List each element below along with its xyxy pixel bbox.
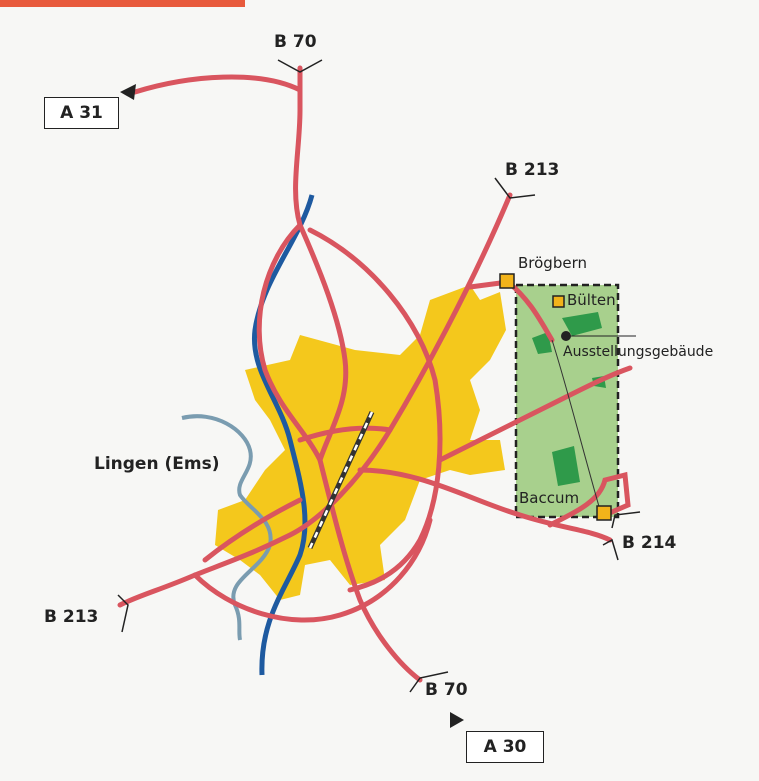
junction-mark [602, 538, 619, 561]
direction-arrow-icon [450, 712, 464, 728]
road-ring-south [192, 517, 433, 623]
square-marker-icon [552, 295, 565, 308]
a31-shield: A 31 [44, 97, 119, 129]
forest-patch [562, 312, 602, 336]
junction-mark [494, 177, 536, 199]
road-b70-north [293, 65, 349, 463]
b213-west-label: B 213 [44, 607, 99, 627]
junction-mark [277, 59, 323, 73]
a30-shield: A 30 [466, 731, 544, 763]
railway [308, 411, 374, 549]
square-marker-icon [499, 273, 515, 289]
broegbern-label: Brögbern [518, 254, 587, 272]
header-strip [0, 0, 245, 7]
road-west-link [202, 497, 303, 563]
baccum-label: Baccum [519, 489, 580, 507]
junction-mark [409, 671, 449, 693]
river-ems [251, 194, 315, 676]
road-b213 [117, 192, 513, 608]
square-marker-icon [596, 505, 612, 521]
junction-mark [117, 594, 129, 633]
forest-patch [532, 332, 552, 354]
forest-patch [552, 446, 580, 486]
b70-south-label: B 70 [425, 680, 468, 700]
road-baccum [547, 471, 631, 528]
junction-mark [611, 511, 641, 529]
b70-north-label: B 70 [274, 32, 317, 52]
road-ring-west [256, 222, 323, 463]
buelten-label: Bülten [567, 291, 616, 309]
road-b214 [357, 467, 613, 543]
b213-east-label: B 213 [505, 160, 560, 180]
exhibition-label: Ausstellungsgebäude [563, 344, 714, 360]
direction-arrow-icon [120, 84, 136, 100]
road-central [297, 425, 393, 443]
road-east [437, 365, 633, 463]
b214-label: B 214 [622, 533, 677, 553]
road-a31 [132, 74, 303, 95]
road-ring-northeast [307, 227, 443, 593]
field-track [551, 339, 601, 511]
city-label: Lingen (Ems) [94, 454, 220, 474]
